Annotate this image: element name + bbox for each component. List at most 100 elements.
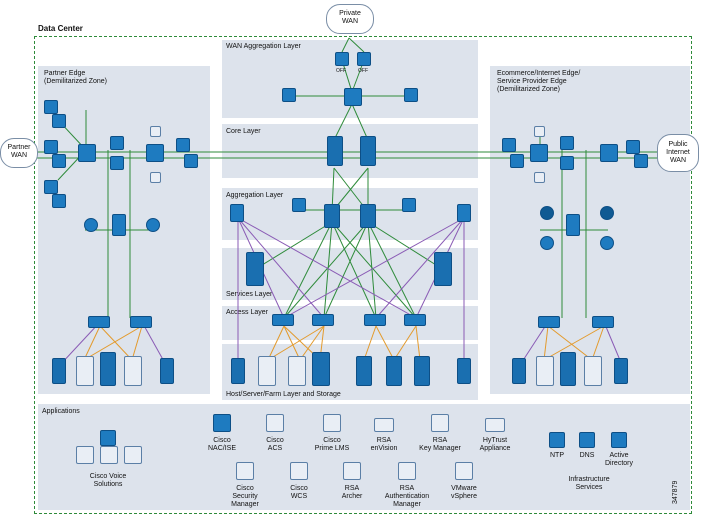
public-wan-label: Public Internet WAN [666, 141, 690, 164]
server-rack-icon [124, 356, 142, 386]
firewall-icon [282, 88, 296, 102]
core-switch-icon [360, 136, 376, 166]
voice-server-icon [76, 446, 94, 464]
storage-icon [356, 356, 372, 386]
ecommerce-edge-label: Ecommerce/Internet Edge/ Service Provide… [497, 70, 581, 93]
private-wan-cloud [326, 4, 374, 34]
acs-icon [266, 414, 284, 432]
ids-icon [150, 172, 161, 183]
distribution-switch-icon [112, 214, 126, 236]
app-wcs-label: Cisco WCS [290, 485, 308, 500]
server-icon [52, 358, 66, 384]
access-switch-icon [312, 314, 334, 326]
edge-switch-icon [146, 144, 164, 162]
prime-lms-icon [323, 414, 341, 432]
service-switch-icon [230, 204, 244, 222]
key-manager-icon [431, 414, 449, 432]
web-server-icon [600, 206, 614, 220]
private-wan-label: Private WAN [339, 10, 361, 25]
router-icon [634, 154, 648, 168]
web-server-icon [540, 206, 554, 220]
router-icon [52, 154, 66, 168]
firewall-icon [560, 156, 574, 170]
services-module-icon [434, 252, 452, 286]
router-icon [184, 154, 198, 168]
partner-wan-cloud [0, 138, 38, 168]
aggregation-zone [222, 188, 478, 240]
infra-active-directory-label: Active Directory [604, 452, 634, 467]
app-hytrust-label: HyTrust Appliance [479, 437, 511, 452]
load-balancer-icon [84, 218, 98, 232]
ids-icon [150, 126, 161, 137]
storage-icon [414, 356, 430, 386]
server-icon [512, 358, 526, 384]
voice-phone-icon [100, 430, 116, 446]
services-layer-label: Services Layer [226, 291, 273, 298]
edge-switch-icon [78, 144, 96, 162]
aggregation-switch-icon [360, 204, 376, 228]
wcs-icon [290, 462, 308, 480]
host-server-layer-label: Host/Server/Farm Layer and Storage [226, 391, 341, 398]
router-icon [176, 138, 190, 152]
distribution-switch-icon [566, 214, 580, 236]
nac-ise-icon [213, 414, 231, 432]
voice-solutions-label: Cisco Voice Solutions [89, 473, 127, 488]
wan-router-icon [335, 52, 349, 66]
edge-switch-icon [600, 144, 618, 162]
access-switch-icon [130, 316, 152, 328]
server-icon [160, 358, 174, 384]
core-switch-icon [327, 136, 343, 166]
device-tag: OFF [336, 68, 346, 74]
firewall-icon [404, 88, 418, 102]
active-directory-icon [611, 432, 627, 448]
access-switch-icon [272, 314, 294, 326]
ids-icon [534, 126, 545, 137]
ntp-server-icon [549, 432, 565, 448]
server-icon [231, 358, 245, 384]
applications-zone [38, 404, 690, 510]
app-authentication-manager-label: RSA Authentication Manager [384, 485, 430, 508]
firewall-icon [292, 198, 306, 212]
service-switch-icon [457, 204, 471, 222]
load-balancer-icon [600, 236, 614, 250]
access-switch-icon [538, 316, 560, 328]
load-balancer-icon [146, 218, 160, 232]
public-wan-cloud [657, 134, 699, 172]
wan-switch-icon [344, 88, 362, 106]
router-icon [44, 140, 58, 154]
dns-server-icon [579, 432, 595, 448]
access-switch-icon [592, 316, 614, 328]
router-icon [510, 154, 524, 168]
voice-server-icon [100, 446, 118, 464]
firewall-icon [560, 136, 574, 150]
core-layer-label: Core Layer [226, 128, 261, 135]
envision-icon [374, 418, 394, 432]
load-balancer-icon [540, 236, 554, 250]
core-zone [222, 124, 478, 178]
router-icon [626, 140, 640, 154]
device-tag: OFF [358, 68, 368, 74]
data-center-title: Data Center [38, 24, 83, 33]
archer-icon [343, 462, 361, 480]
app-nac-ise-label: Cisco NAC/ISE [207, 437, 237, 452]
access-layer-label: Access Layer [226, 309, 269, 316]
server-icon [457, 358, 471, 384]
app-prime-lms-label: Cisco Prime LMS [314, 437, 350, 452]
storage-icon [386, 356, 402, 386]
services-module-icon [246, 252, 264, 286]
data-center-boundary [34, 36, 692, 514]
app-envision-label: RSA enVision [370, 437, 398, 452]
ids-icon [534, 172, 545, 183]
router-icon [52, 194, 66, 208]
aggregation-switch-icon [324, 204, 340, 228]
blade-server-icon [312, 352, 330, 386]
app-archer-label: RSA Archer [341, 485, 363, 500]
server-rack-icon [536, 356, 554, 386]
router-icon [52, 114, 66, 128]
infrastructure-services-label: Infrastructure Services [568, 476, 610, 491]
server-rack-icon [584, 356, 602, 386]
firewall-icon [110, 136, 124, 150]
router-icon [502, 138, 516, 152]
server-icon [614, 358, 628, 384]
applications-label: Applications [42, 408, 80, 415]
